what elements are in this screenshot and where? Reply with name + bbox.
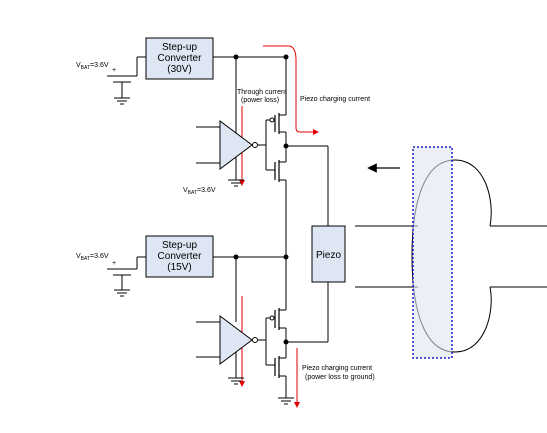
through-current-line1: Through current [237, 89, 287, 96]
piezo-label: Piezo [316, 250, 341, 261]
lower-battery: VBAT=3.6V + [76, 253, 146, 297]
piezo-charging-arrow-top [263, 45, 319, 135]
lower-converter-box: Step-up Converter (15V) [145, 235, 214, 278]
vbat-top-label: VBAT=3.6V [76, 62, 109, 71]
lower-pmos [258, 305, 287, 365]
piezo-current-bottom-line1: Piezo charging current [302, 365, 372, 372]
lower-converter-line2: Converter [158, 251, 203, 262]
upper-pmos [258, 107, 287, 170]
upper-converter-line1: Step-up [162, 42, 197, 53]
lower-converter-line3: (15V) [167, 262, 191, 273]
lower-nmos [266, 356, 294, 405]
upper-driver [196, 120, 258, 187]
lower-converter-line1: Step-up [162, 240, 197, 251]
upper-converter-line2: Converter [158, 53, 203, 64]
piezo-element-dashed [412, 146, 453, 359]
vbat-mid-label: VBAT=3.6V [76, 253, 109, 262]
plus-sign-lower: + [112, 260, 116, 267]
upper-converter-line3: (30V) [167, 64, 191, 75]
upper-battery: VBAT=3.6V + [76, 56, 146, 105]
lower-driver [196, 315, 258, 385]
upper-nmos [266, 158, 287, 257]
vbat-driver-label: VBAT=3.6V [183, 187, 216, 196]
piezo-current-bottom-line2: (power loss to ground) [305, 374, 375, 381]
plus-sign: + [112, 67, 116, 74]
through-current-line2: (power loss) [241, 97, 279, 104]
piezo-box: Piezo [311, 225, 346, 283]
lens-assembly [355, 146, 547, 359]
upper-converter-box: Step-up Converter (30V) [145, 37, 214, 80]
piezo-current-top-label: Piezo charging current [300, 96, 370, 103]
